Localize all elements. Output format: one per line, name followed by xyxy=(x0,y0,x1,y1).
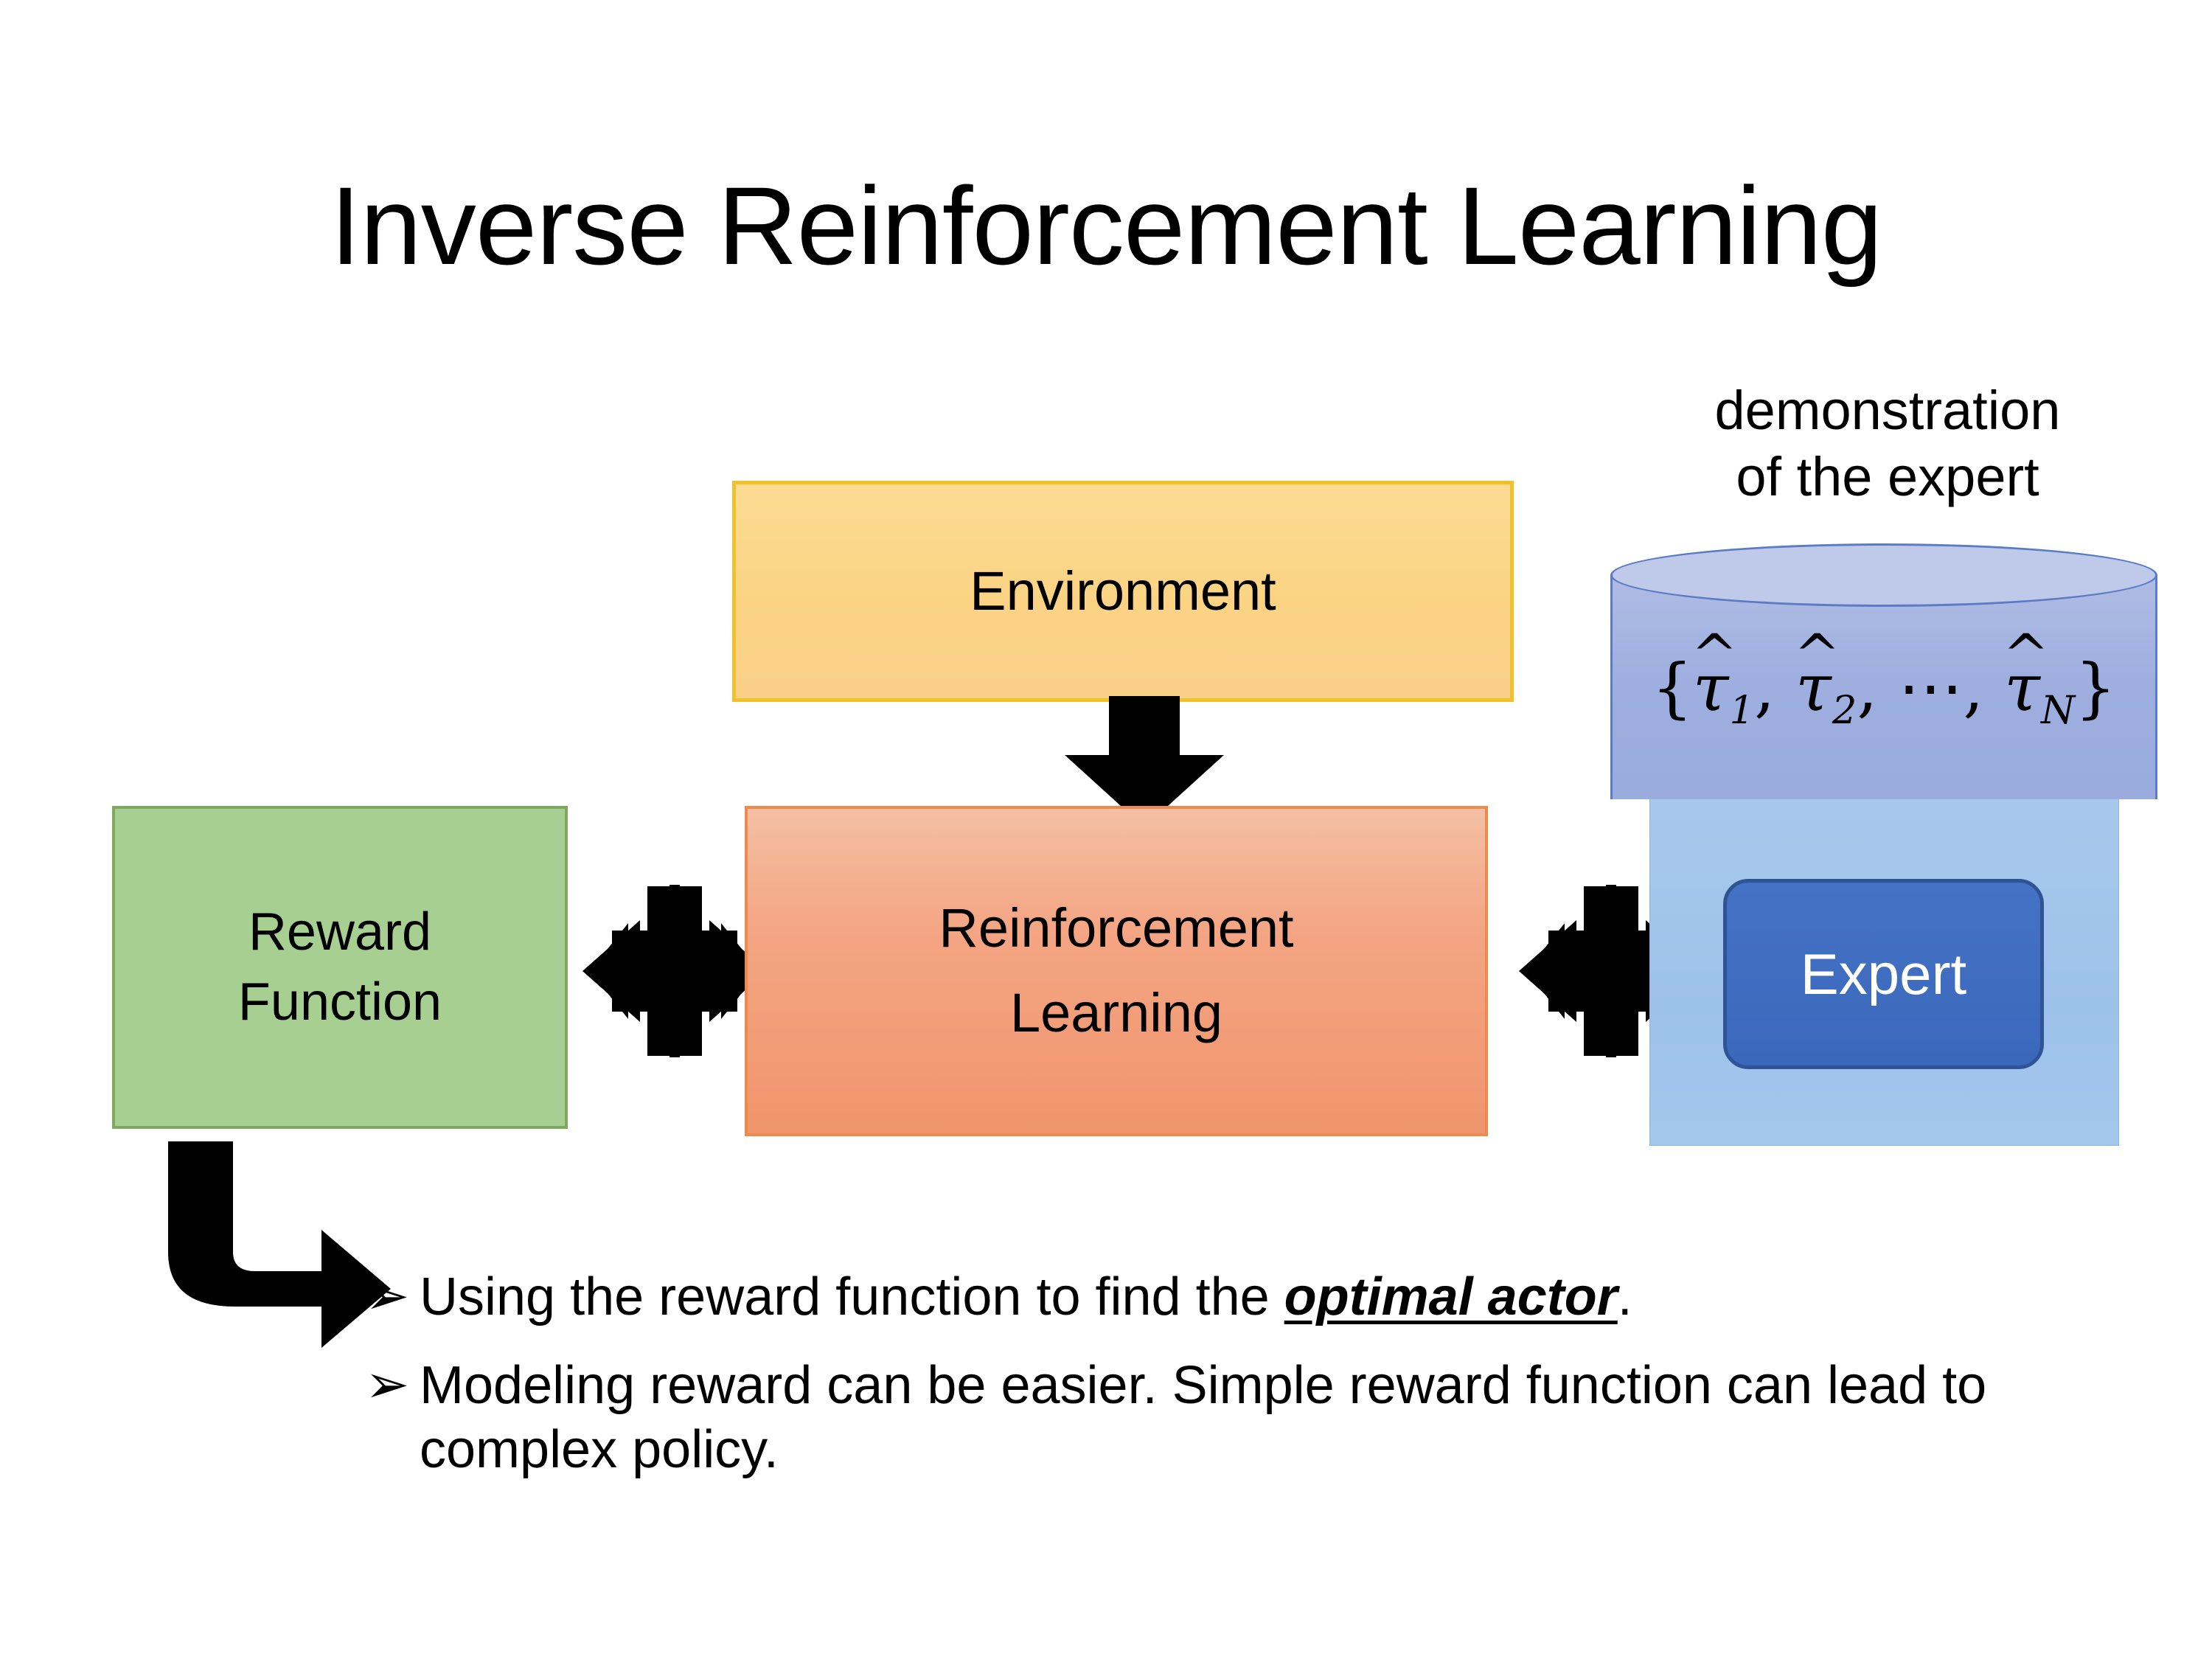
formula-hat-1: ^ xyxy=(1691,622,1738,688)
formula-ellipsis: ⋯ xyxy=(1898,650,1964,726)
expert-box: Expert xyxy=(1723,879,2044,1069)
list-item: ➢ Modeling reward can be easier. Simple … xyxy=(365,1354,2061,1481)
expert-label: Expert xyxy=(1800,942,1967,1006)
reinforcement-learning-box: Reinforcement Learning xyxy=(745,806,1488,1136)
formula-sep-1: , xyxy=(1754,650,1796,726)
formula-hat-2: ^ xyxy=(1793,622,1841,688)
bullet-marker-icon: ➢ xyxy=(365,1355,410,1415)
bullet-text-1-before: Using the reward function to find the xyxy=(420,1267,1284,1326)
environment-to-rl-down-arrow xyxy=(1065,696,1224,827)
reward-function-label: Reward Function xyxy=(238,897,442,1037)
page-title: Inverse Reinforcement Learning xyxy=(330,164,1883,288)
reward-function-label-line2: Function xyxy=(237,973,442,1032)
formula-sub-1: 1 xyxy=(1729,687,1755,733)
formula-open-brace: { xyxy=(1651,650,1693,726)
reward-to-rl-double-arrow xyxy=(582,885,767,1057)
bullet-list: ➢ Using the reward function to find the … xyxy=(365,1265,2061,1506)
bullet-text-1: Using the reward function to find the op… xyxy=(420,1265,2061,1329)
formula-hat-n: ^ xyxy=(2002,622,2050,688)
formula-sep-2: , xyxy=(1857,650,1899,726)
list-item: ➢ Using the reward function to find the … xyxy=(365,1265,2061,1329)
formula-close-brace: } xyxy=(2075,650,2117,726)
demonstration-caption: demonstration of the expert xyxy=(1615,378,2160,511)
bullet-text-1-emphasis: optimal actor xyxy=(1284,1267,1618,1326)
demonstration-cylinder-icon: {τ^1, τ^2, ⋯, τ^N} xyxy=(1610,543,2157,830)
reinforcement-learning-label: Reinforcement Learning xyxy=(939,886,1293,1055)
reward-function-box: Reward Function xyxy=(112,806,568,1129)
formula-sub-n: N xyxy=(2040,687,2076,733)
bullet-marker-icon: ➢ xyxy=(365,1267,410,1326)
reward-to-bullets-bent-arrow xyxy=(168,1141,391,1348)
environment-label: Environment xyxy=(970,560,1276,622)
formula-sub-2: 2 xyxy=(1832,687,1857,733)
trajectory-set-formula: {τ^1, τ^2, ⋯, τ^N} xyxy=(1610,622,2157,733)
reinforcement-learning-label-line1: Reinforcement xyxy=(939,897,1294,959)
demonstration-caption-line2: of the expert xyxy=(1736,446,2039,508)
cylinder-top-ellipse xyxy=(1610,543,2157,607)
bullet-text-1-after: . xyxy=(1617,1267,1632,1326)
reinforcement-learning-label-line2: Learning xyxy=(1009,982,1222,1043)
formula-tau-n: τ^ xyxy=(2002,622,2050,726)
formula-tau-1: τ^ xyxy=(1691,622,1738,726)
environment-box: Environment xyxy=(732,481,1514,702)
formula-sep-3: , xyxy=(1963,650,2005,726)
demonstration-caption-line1: demonstration xyxy=(1714,380,2061,441)
cylinder-body xyxy=(1610,574,2157,799)
bullet-text-2: Modeling reward can be easier. Simple re… xyxy=(420,1356,1987,1479)
reward-function-label-line1: Reward xyxy=(248,902,432,961)
formula-tau-2: τ^ xyxy=(1793,622,1841,726)
